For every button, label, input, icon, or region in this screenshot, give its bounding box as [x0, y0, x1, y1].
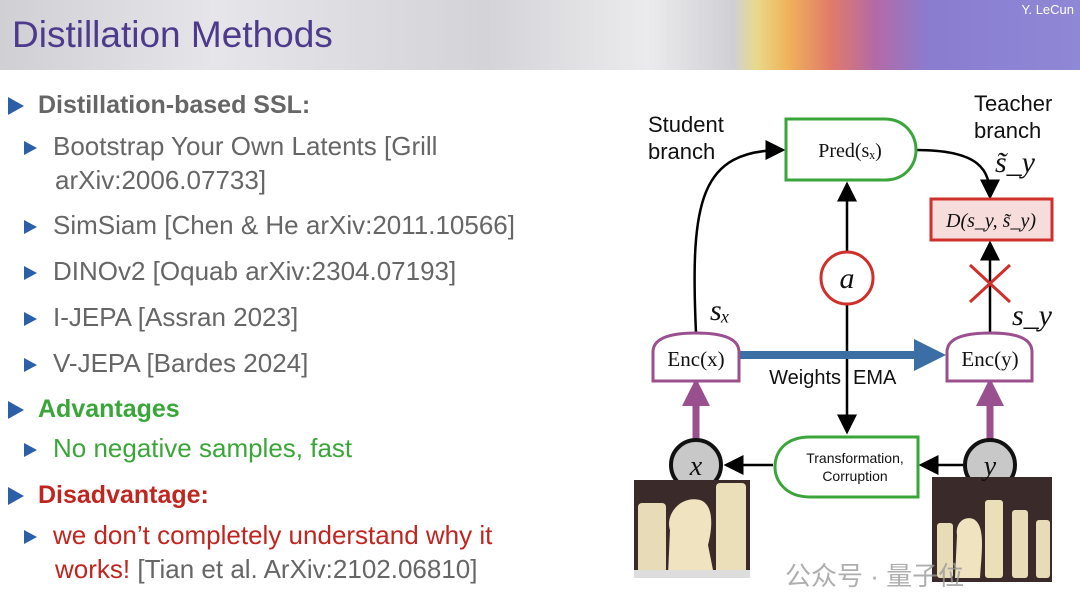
citation-text: [Tian et al. ArXiv:2102.06810] [130, 554, 478, 584]
bullet-text: we don’t completely understand why it [53, 520, 493, 550]
student-label-2: branch [648, 139, 715, 164]
slide-header: Distillation Methods Y. LeCun [0, 0, 1080, 70]
bullet-advantage: No negative samples, fast [24, 433, 352, 464]
bullet-text: SimSiam [Chen & He arXiv:2011.10566] [53, 210, 515, 240]
bullet-triangle-icon [24, 443, 37, 458]
slide-title: Distillation Methods [12, 14, 333, 55]
bullet-vjepa: V-JEPA [Bardes 2024] [24, 348, 308, 379]
bullet-ssl: Distillation-based SSL: [8, 91, 310, 120]
encoder-x-box [651, 331, 741, 383]
bullet-disadvantage: Disadvantage: [8, 481, 209, 510]
bullet-text: I-JEPA [Assran 2023] [53, 302, 299, 332]
bullet-text: Advantages [38, 395, 180, 423]
transformation-label: Transformation, [806, 450, 904, 466]
sy-label: s_y [1012, 299, 1053, 332]
bullet-triangle-icon [8, 97, 24, 116]
bullet-text: Distillation-based SSL: [38, 91, 311, 119]
bullet-text: V-JEPA [Bardes 2024] [53, 348, 309, 378]
teacher-label: Teacher [974, 91, 1052, 116]
student-label: Student [648, 112, 724, 137]
bullet-text: No negative samples, fast [53, 433, 353, 463]
bullet-triangle-icon [8, 487, 24, 506]
bullet-triangle-icon [24, 141, 37, 156]
latent-a-label: a [840, 262, 855, 295]
encoder-y-label: Enc(y) [961, 347, 1018, 371]
chess-image-x [634, 480, 750, 578]
bullet-disadvantage-detail: we don’t completely understand why it [24, 520, 492, 551]
weights-label: Weights [769, 367, 841, 389]
pred-to-d-arrow [915, 148, 1000, 200]
bullet-simsiam: SimSiam [Chen & He arXiv:2011.10566] [24, 210, 515, 241]
author-label: Y. LeCun [1021, 2, 1074, 17]
bullet-triangle-icon [24, 312, 37, 327]
bullet-triangle-icon [8, 401, 24, 420]
bullet-advantages: Advantages [8, 395, 180, 424]
encoder-y-box [945, 331, 1034, 383]
corruption-label: Corruption [822, 468, 887, 484]
stop-gradient-icon [968, 263, 1012, 304]
bullet-disadvantage-cont: works! [Tian et al. ArXiv:2102.06810] [55, 554, 478, 585]
ema-label: EMA [853, 367, 897, 389]
bullet-triangle-icon [24, 266, 37, 281]
teacher-label-2: branch [974, 118, 1041, 143]
bullet-dinov2: DINOv2 [Oquab arXiv:2304.07193] [24, 256, 456, 287]
distance-label: D(s_y, s̃_y) [945, 210, 1036, 232]
bullet-byol: Bootstrap Your Own Latents [Grill [24, 131, 437, 162]
bullet-text: Bootstrap Your Own Latents [Grill [53, 131, 438, 161]
input-x-label: x [689, 451, 703, 482]
bullet-triangle-icon [24, 220, 37, 235]
bullet-byol-cont: arXiv:2006.07733] [55, 165, 267, 195]
transformation-box [773, 435, 920, 499]
bullet-triangle-icon [24, 530, 37, 545]
bullet-text: DINOv2 [Oquab arXiv:2304.07193] [53, 256, 457, 286]
predictor-box [784, 117, 918, 182]
student-arrow [693, 140, 786, 334]
bullet-text: works! [55, 554, 131, 584]
bullet-triangle-icon [24, 358, 37, 373]
sy-tilde-label: s̃_y [995, 146, 1036, 179]
distance-box [929, 197, 1054, 242]
encoder-x-label: Enc(x) [667, 347, 724, 371]
sx-label: sₓ [710, 294, 730, 327]
watermark: 公众号 · 量子位 [785, 561, 965, 591]
chess-image-y [932, 477, 1052, 582]
bullet-ijepa: I-JEPA [Assran 2023] [24, 302, 298, 333]
input-y-label: y [981, 451, 997, 482]
latent-a-circle [819, 250, 875, 306]
bullet-text: Disadvantage: [38, 481, 209, 509]
predictor-label: Pred(sₓ) [818, 140, 882, 162]
